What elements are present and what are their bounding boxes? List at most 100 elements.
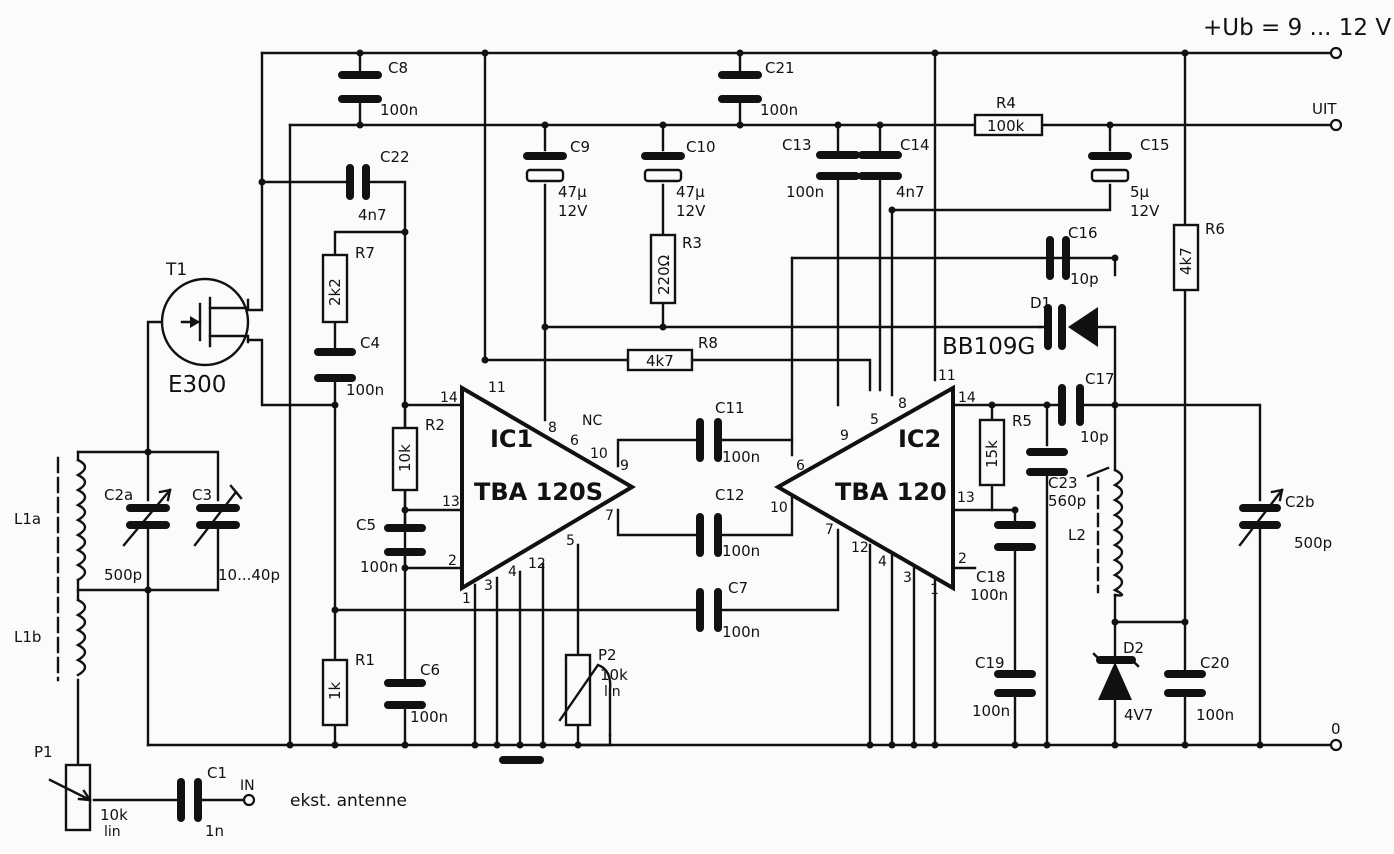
c3-value: 10...40p (218, 566, 280, 584)
r4-value: 100k (987, 117, 1025, 135)
c14-value: 4n7 (896, 183, 925, 201)
ic1-pin: 9 (620, 458, 629, 474)
ic2-pin: 4 (878, 554, 887, 570)
r3-ref: R3 (682, 234, 702, 252)
c11-value: 100n (722, 448, 760, 466)
ic-symbols (460, 384, 955, 592)
ic1-pin: 14 (440, 390, 458, 406)
c13-ref: C13 (782, 136, 812, 154)
input-terminal[interactable] (242, 793, 256, 807)
c10-ref: C10 (686, 138, 716, 156)
c15-value: 5µ (1130, 183, 1150, 201)
r5-value: 15k (983, 440, 1001, 468)
ic1-nc: NC (582, 413, 602, 429)
c9-voltage: 12V (558, 202, 588, 220)
r5-ref: R5 (1012, 412, 1032, 430)
c4-ref: C4 (360, 334, 380, 352)
transistor-t1 (160, 277, 250, 367)
l1a-label: L1a (14, 510, 41, 528)
r6-ref: R6 (1205, 220, 1225, 238)
ic2-pin: 7 (825, 522, 834, 538)
r7-ref: R7 (355, 244, 375, 262)
ic2-pin: 8 (898, 396, 907, 412)
supply-terminal[interactable] (1329, 46, 1343, 60)
capacitor-symbols (122, 71, 1284, 822)
c8-ref: C8 (388, 59, 408, 77)
diode-symbols (1044, 304, 1140, 700)
c14-ref: C14 (900, 136, 930, 154)
ic1-pin: 12 (528, 556, 546, 572)
ic1-ref: IC1 (490, 425, 533, 453)
c2b-value: 500p (1294, 534, 1332, 552)
p1-ref: P1 (34, 743, 53, 761)
r1-ref: R1 (355, 651, 375, 669)
ic1-pin: 7 (605, 508, 614, 524)
l1b-label: L1b (14, 628, 41, 646)
p2-taper: lin (604, 684, 621, 700)
ic1-triangle (460, 384, 636, 592)
c12-ref: C12 (715, 486, 745, 504)
c19-value: 100n (972, 702, 1010, 720)
terminals[interactable] (242, 46, 1343, 807)
c5-value: 100n (360, 558, 398, 576)
t1-ref: T1 (165, 260, 187, 280)
ic1-pin: 2 (448, 553, 457, 569)
ic1-pin: 4 (508, 564, 517, 580)
ic2-pin: 6 (796, 458, 805, 474)
ic2-pin: 3 (903, 570, 912, 586)
c5-ref: C5 (356, 516, 376, 534)
output-terminal[interactable] (1329, 118, 1343, 132)
r6-value: 4k7 (1177, 247, 1195, 275)
ic1-pin: 8 (548, 420, 557, 436)
ic2-pin: 12 (851, 540, 869, 556)
r7-value: 2k2 (326, 278, 344, 306)
c10-value: 47µ (676, 183, 705, 201)
c23-value: 560p (1048, 492, 1086, 510)
ic2-pin: 2 (958, 551, 967, 567)
c2a-ref: C2a (104, 486, 133, 504)
c20-ref: C20 (1200, 654, 1230, 672)
c2b-ref: C2b (1285, 493, 1315, 511)
c7-ref: C7 (728, 579, 748, 597)
p1-value: 10k (100, 806, 128, 824)
r2-ref: R2 (425, 416, 445, 434)
c16-ref: C16 (1068, 224, 1098, 242)
ic1-pin: 11 (488, 380, 506, 396)
c13-value: 100n (786, 183, 824, 201)
d2-ref: D2 (1123, 639, 1144, 657)
ic2-pin: 1 (930, 582, 939, 598)
c15-voltage: 12V (1130, 202, 1160, 220)
ic2-pin: 14 (958, 390, 976, 406)
p2-value: 10k (600, 666, 628, 684)
t1-type: E300 (168, 372, 226, 398)
ic2-type: TBA 120 (835, 478, 947, 506)
ic2-triangle (773, 384, 955, 592)
resistor-symbols (321, 113, 1200, 727)
ground-terminal[interactable] (1329, 738, 1343, 752)
ic1-pin: 6 (570, 433, 579, 449)
c11-ref: C11 (715, 399, 745, 417)
r8-ref: R8 (698, 334, 718, 352)
ic1-pin: 10 (590, 446, 608, 462)
c18-ref: C18 (976, 568, 1006, 586)
c22-ref: C22 (380, 148, 410, 166)
c10-voltage: 12V (676, 202, 706, 220)
ic1-type: TBA 120S (474, 478, 603, 506)
labels: +Ub = 9 ... 12 V UIT 0 IN ekst. antenne … (14, 15, 1391, 840)
c16-value: 10p (1070, 270, 1099, 288)
ic1-pin: 1 (462, 591, 471, 607)
c18-value: 100n (970, 586, 1008, 604)
r8-value: 4k7 (646, 352, 674, 370)
c6-ref: C6 (420, 661, 440, 679)
wiring (76, 51, 1332, 802)
ic2-pin: 13 (957, 490, 975, 506)
d2-type: 4V7 (1124, 706, 1153, 724)
ic2-pin: 10 (770, 500, 788, 516)
c15-ref: C15 (1140, 136, 1170, 154)
c21-ref: C21 (765, 59, 795, 77)
c1-ref: C1 (207, 764, 227, 782)
r2-value: 10k (396, 444, 414, 472)
supply-label: +Ub = 9 ... 12 V (1203, 15, 1391, 41)
d1-type: BB109G (942, 334, 1035, 360)
